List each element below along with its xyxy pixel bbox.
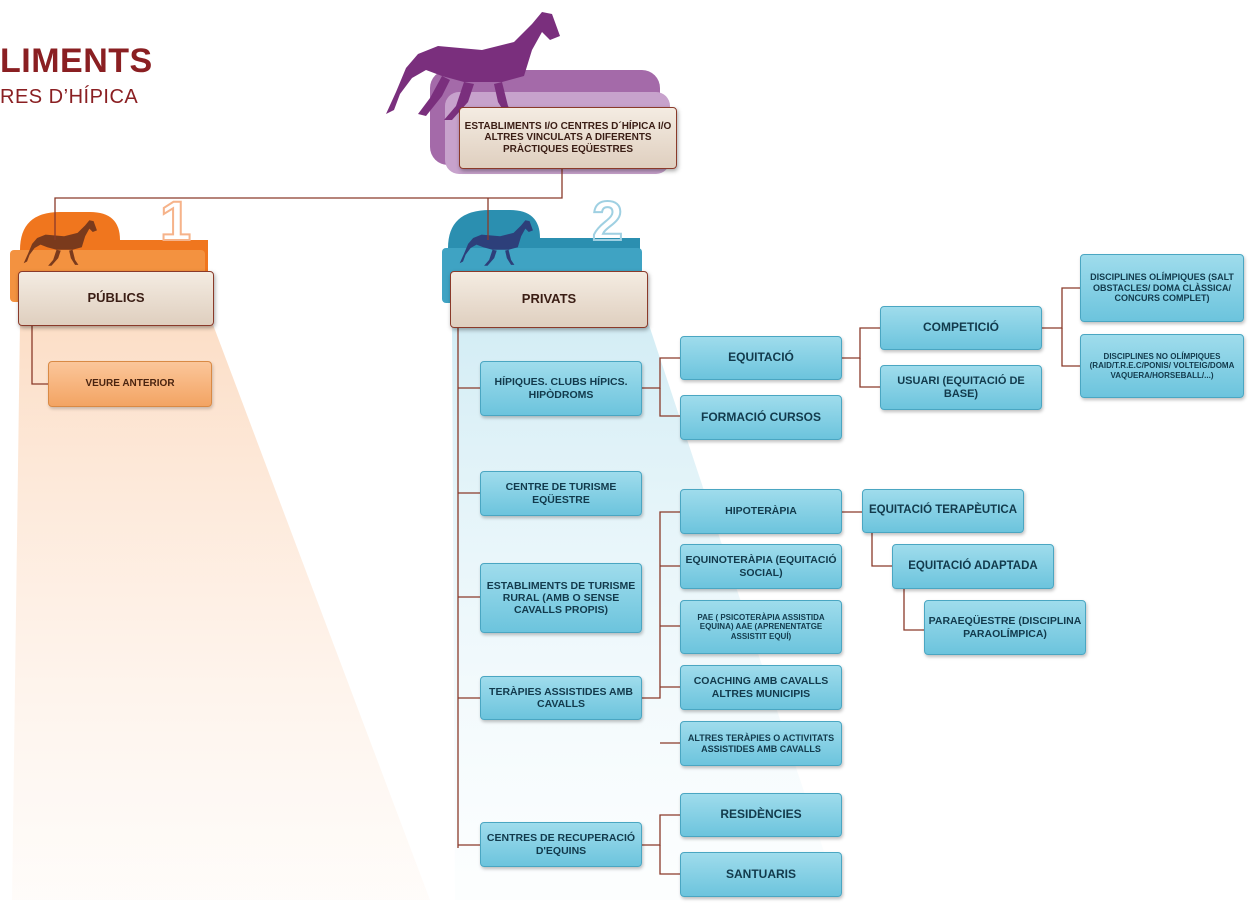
node-veure-anterior[interactable]: VEURE ANTERIOR	[48, 361, 212, 407]
node-competicio: COMPETICIÓ	[880, 306, 1042, 350]
node-santuaris: SANTUARIS	[680, 852, 842, 897]
branch-publics: PÚBLICS	[18, 271, 214, 326]
node-recuperacio: CENTRES DE RECUPERACIÓ D'EQUINS	[480, 822, 642, 867]
branch-number-2: 2	[591, 188, 624, 253]
node-coaching: COACHING AMB CAVALLS ALTRES MUNICIPIS	[680, 665, 842, 710]
node-disciplines-no-olimpiques: DISCIPLINES NO OLÍMPIQUES (RAID/T.R.E.C/…	[1080, 334, 1244, 398]
node-formacio: FORMACIÓ CURSOS	[680, 395, 842, 440]
node-equitacio-terapeutica: EQUITACIÓ TERAPÈUTICA	[862, 489, 1024, 533]
node-turisme-equestre: CENTRE DE TURISME EQÜESTRE	[480, 471, 642, 516]
branch-number-1: 1	[159, 188, 192, 253]
node-hipiques: HÍPIQUES. CLUBS HÍPICS. HIPÒDROMS	[480, 361, 642, 416]
node-pae-aae: PAE ( PSICOTERÀPIA ASSISTIDA EQUINA) AAE…	[680, 600, 842, 654]
page-subtitle: RES D’HÍPICA	[0, 86, 139, 108]
root-node: ESTABLIMENTS I/O CENTRES D´HÍPICA I/O AL…	[459, 107, 677, 169]
node-paraequestre: PARAEQÜESTRE (DISCIPLINA PARAOLÍMPICA)	[924, 600, 1086, 655]
horse-icon-purple	[386, 12, 560, 120]
node-usuari: USUARI (EQUITACIÓ DE BASE)	[880, 365, 1042, 410]
node-terapies: TERÀPIES ASSISTIDES AMB CAVALLS	[480, 676, 642, 720]
node-equitacio: EQUITACIÓ	[680, 336, 842, 380]
branch-privats: PRIVATS	[450, 271, 648, 328]
horse-icon-blue	[459, 220, 533, 266]
horse-icon-orange	[23, 220, 97, 266]
node-altres-terapies: ALTRES TERÀPIES O ACTIVITATS ASSISTIDES …	[680, 721, 842, 766]
node-equinoterapia: EQUINOTERÀPIA (EQUITACIÓ SOCIAL)	[680, 544, 842, 589]
node-turisme-rural: ESTABLIMENTS DE TURISME RURAL (AMB O SEN…	[480, 563, 642, 633]
page-title: LIMENTS	[0, 42, 153, 80]
node-residencies: RESIDÈNCIES	[680, 793, 842, 837]
node-hipoterapia: HIPOTERÀPIA	[680, 489, 842, 534]
node-equitacio-adaptada: EQUITACIÓ ADAPTADA	[892, 544, 1054, 589]
node-disciplines-olimpiques: DISCIPLINES OLÍMPIQUES (SALT OBSTACLES/ …	[1080, 254, 1244, 322]
